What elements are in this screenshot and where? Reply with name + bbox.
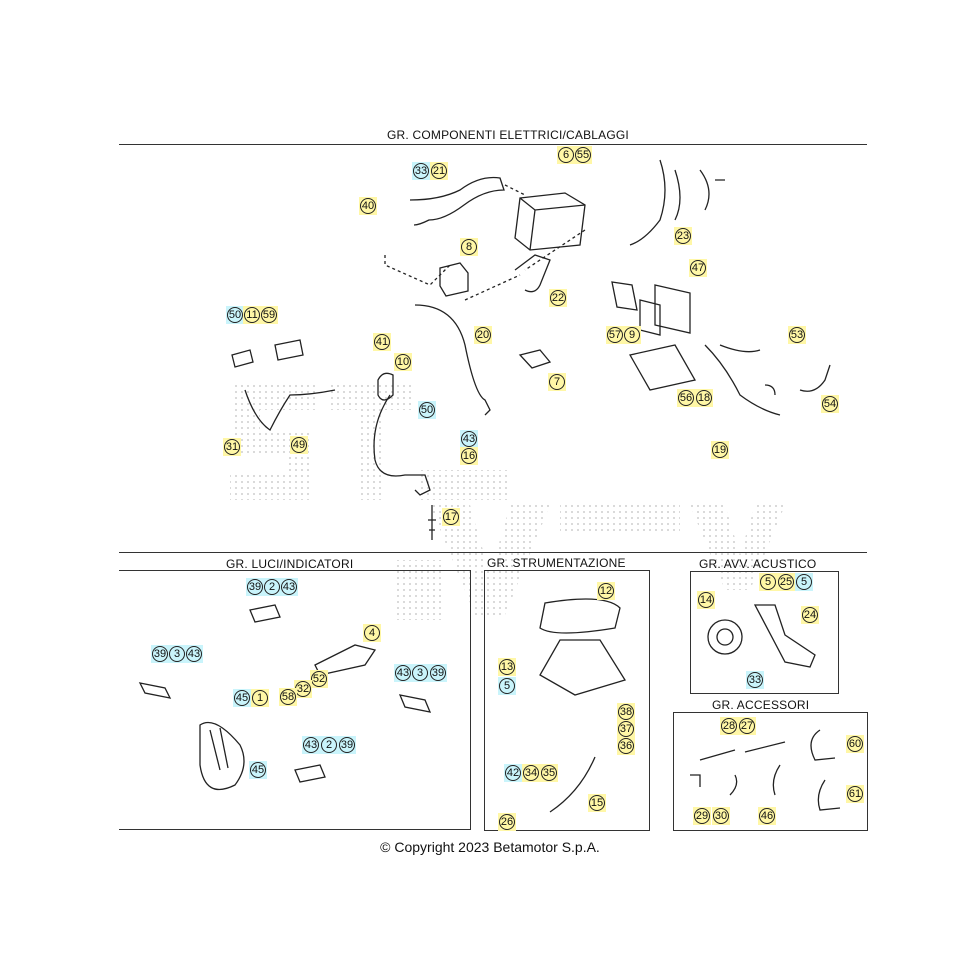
callout-20[interactable]: 20 xyxy=(474,326,492,344)
callout-23[interactable]: 23 xyxy=(674,227,692,245)
callout-3-front-left[interactable]: 3 xyxy=(168,645,186,663)
section-title-main: GR. COMPONENTI ELETTRICI/CABLAGGI xyxy=(387,128,629,142)
callout-60[interactable]: 60 xyxy=(846,735,864,753)
callout-2-rear-left[interactable]: 2 xyxy=(263,578,281,596)
callout-50-coil[interactable]: 50 xyxy=(418,401,436,419)
callout-46[interactable]: 46 xyxy=(758,807,776,825)
callout-56[interactable]: 56 xyxy=(677,389,695,407)
instruments-section-frame xyxy=(484,570,650,831)
callout-36[interactable]: 36 xyxy=(617,737,635,755)
callout-28[interactable]: 28 xyxy=(720,717,738,735)
callout-6[interactable]: 6 xyxy=(557,146,575,164)
callout-50[interactable]: 50 xyxy=(226,306,244,324)
callout-30[interactable]: 30 xyxy=(712,807,730,825)
callout-21[interactable]: 21 xyxy=(430,162,448,180)
callout-39-front-right[interactable]: 39 xyxy=(429,664,447,682)
callout-58[interactable]: 58 xyxy=(279,688,297,706)
lights-section-bottom-rule xyxy=(119,829,471,830)
callout-8[interactable]: 8 xyxy=(460,238,478,256)
callout-24[interactable]: 24 xyxy=(801,606,819,624)
callout-5-horn[interactable]: 5 xyxy=(759,573,777,591)
callout-22[interactable]: 22 xyxy=(549,289,567,307)
callout-42[interactable]: 42 xyxy=(504,764,522,782)
callout-55[interactable]: 55 xyxy=(574,146,592,164)
part-outlines xyxy=(138,159,841,813)
callout-39-rear-left[interactable]: 39 xyxy=(246,578,264,596)
lights-section-frame xyxy=(470,570,471,830)
callout-19[interactable]: 19 xyxy=(711,441,729,459)
callout-39-rear-right[interactable]: 39 xyxy=(338,736,356,754)
callout-35[interactable]: 35 xyxy=(540,764,558,782)
callout-43-main[interactable]: 43 xyxy=(460,430,478,448)
callout-18[interactable]: 18 xyxy=(695,389,713,407)
callout-45-bottom[interactable]: 45 xyxy=(249,761,267,779)
callout-43-front-left[interactable]: 43 xyxy=(185,645,203,663)
callout-3-front-right[interactable]: 3 xyxy=(411,664,429,682)
watermark xyxy=(230,385,785,620)
section-title-accessories: GR. ACCESSORI xyxy=(712,698,810,712)
callout-12[interactable]: 12 xyxy=(597,582,615,600)
callout-26[interactable]: 26 xyxy=(498,813,516,831)
callout-49[interactable]: 49 xyxy=(290,436,308,454)
accessories-section-frame xyxy=(673,712,868,831)
lights-section-rule xyxy=(119,570,471,571)
callout-2-rear-right[interactable]: 2 xyxy=(320,736,338,754)
callout-43-rear-right[interactable]: 43 xyxy=(302,736,320,754)
callout-38[interactable]: 38 xyxy=(617,703,635,721)
section-title-instruments: GR. STRUMENTAZIONE xyxy=(487,556,626,570)
callout-5-instruments[interactable]: 5 xyxy=(498,677,516,695)
callout-5-horn-b[interactable]: 5 xyxy=(795,573,813,591)
callout-14[interactable]: 14 xyxy=(697,591,715,609)
callout-43-rear-left[interactable]: 43 xyxy=(280,578,298,596)
callout-54[interactable]: 54 xyxy=(821,395,839,413)
copyright-notice: © Copyright 2023 Betamotor S.p.A. xyxy=(380,839,600,855)
callout-33[interactable]: 33 xyxy=(412,162,430,180)
callout-13[interactable]: 13 xyxy=(498,658,516,676)
callout-16[interactable]: 16 xyxy=(460,447,478,465)
callout-4[interactable]: 4 xyxy=(363,624,381,642)
section-title-lights: GR. LUCI/INDICATORI xyxy=(226,557,354,571)
callout-31[interactable]: 31 xyxy=(223,438,241,456)
callout-9[interactable]: 9 xyxy=(623,326,641,344)
callout-40[interactable]: 40 xyxy=(359,197,377,215)
callout-27[interactable]: 27 xyxy=(738,717,756,735)
main-section-rule xyxy=(119,144,867,145)
callout-57[interactable]: 57 xyxy=(606,326,624,344)
horn-section-frame xyxy=(690,571,839,694)
callout-34[interactable]: 34 xyxy=(522,764,540,782)
callout-43-front-right[interactable]: 43 xyxy=(394,664,412,682)
callout-53[interactable]: 53 xyxy=(788,326,806,344)
callout-61[interactable]: 61 xyxy=(846,785,864,803)
callout-17[interactable]: 17 xyxy=(442,508,460,526)
callout-59[interactable]: 59 xyxy=(260,306,278,324)
callout-41[interactable]: 41 xyxy=(373,333,391,351)
lower-sections-rule xyxy=(119,552,867,553)
callout-11[interactable]: 11 xyxy=(243,306,261,324)
callout-45-headlight[interactable]: 45 xyxy=(233,689,251,707)
callout-52[interactable]: 52 xyxy=(310,670,328,688)
callout-25[interactable]: 25 xyxy=(777,573,795,591)
callout-7[interactable]: 7 xyxy=(548,373,566,391)
callout-47[interactable]: 47 xyxy=(689,259,707,277)
callout-37[interactable]: 37 xyxy=(617,720,635,738)
section-title-horn: GR. AVV. ACUSTICO xyxy=(699,557,817,571)
callout-39-front-left[interactable]: 39 xyxy=(151,645,169,663)
callout-1[interactable]: 1 xyxy=(251,689,269,707)
callout-29[interactable]: 29 xyxy=(693,807,711,825)
callout-33-horn[interactable]: 33 xyxy=(746,671,764,689)
callout-15[interactable]: 15 xyxy=(588,794,606,812)
callout-10[interactable]: 10 xyxy=(394,353,412,371)
